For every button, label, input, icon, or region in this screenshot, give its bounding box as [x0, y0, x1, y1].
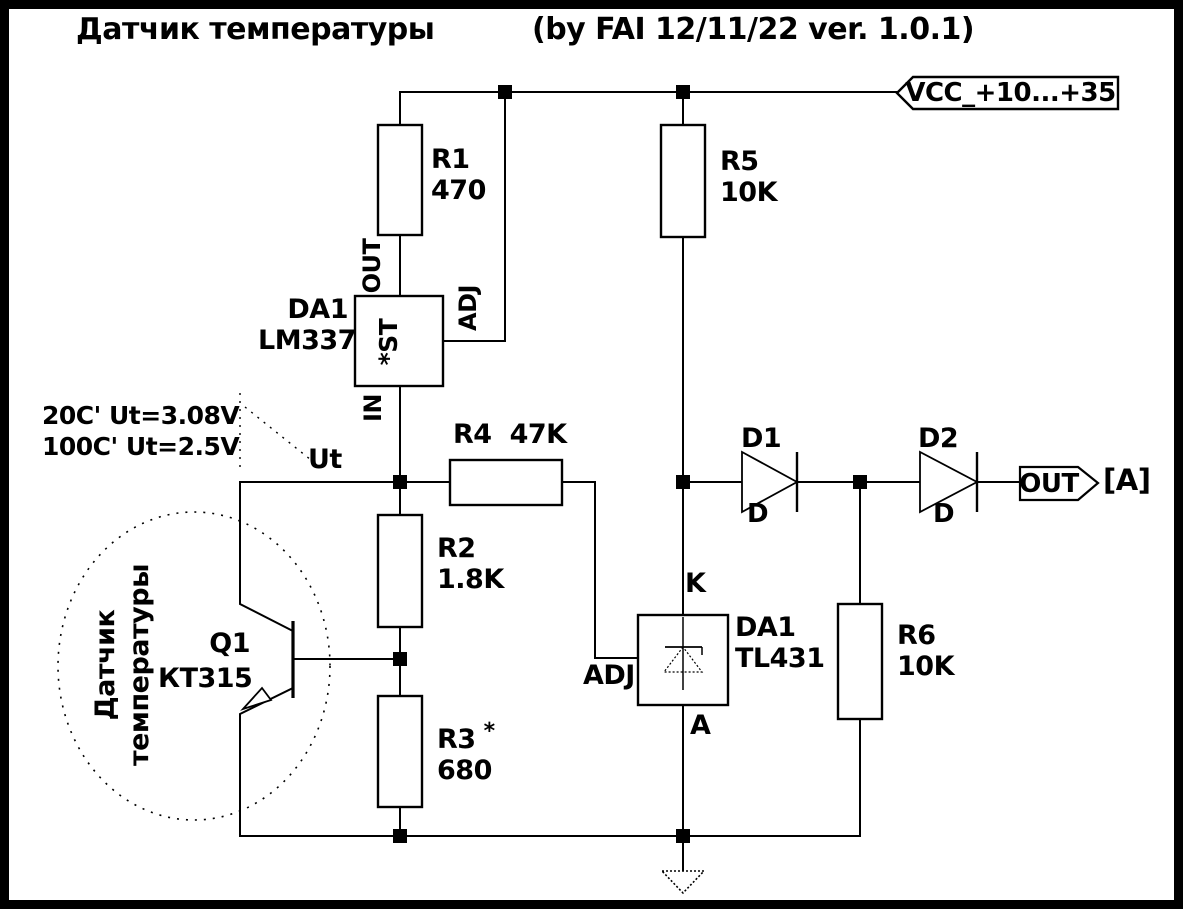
resistor-r6-label: R6 10K: [897, 620, 955, 682]
r3-ref: R3: [437, 724, 476, 755]
r2-value: 1.8K: [437, 564, 504, 595]
resistor-r4-label: R4 47K: [453, 419, 567, 450]
vcc-flag-shape: [895, 75, 1120, 111]
diode-d2-ref: D2: [918, 423, 959, 454]
diode-d2-symbol: [919, 450, 979, 514]
diode-d1-ref: D1: [741, 423, 782, 454]
page-subtitle: (by FAI 12/11/22 ver. 1.0.1): [532, 12, 975, 47]
r3-select-note: *: [483, 719, 496, 744]
junction-dots: [393, 85, 867, 843]
resistor-r6-symbol: [836, 602, 884, 721]
wire-collector: [239, 481, 295, 633]
r6-value: 10K: [897, 651, 955, 682]
r4-ref: R4: [453, 419, 492, 450]
resistor-r5-label: R5 10K: [720, 146, 778, 208]
resistor-r1-symbol: [376, 123, 424, 237]
annotation-line-1: 20C' Ut=3.08V: [42, 401, 240, 430]
resistor-r1-label: R1 470: [431, 144, 486, 206]
transistor-designator: Q1 КТ315: [158, 626, 253, 696]
out-flag-shape: [1018, 465, 1100, 502]
resistor-r4-symbol: [448, 458, 564, 507]
annotation-leader-lines: [239, 393, 312, 467]
out-flag-label: OUT: [1019, 468, 1079, 499]
resistor-r2-label: R2 1.8K: [437, 533, 504, 595]
net-ut-label: Ut: [308, 444, 342, 475]
regulator-part: LM337: [258, 325, 356, 356]
diode-d2-type: D: [933, 499, 955, 529]
r5-value: 10K: [720, 177, 778, 208]
diode-d1-symbol: [741, 450, 799, 514]
shunt-pin-a: A: [690, 710, 711, 741]
resistor-r5-symbol: [659, 123, 707, 239]
regulator-ref: DA1: [287, 294, 348, 325]
page-title: Датчик температуры: [76, 12, 435, 47]
transistor-emitter-arrow: [240, 686, 273, 711]
transistor-ref: Q1: [209, 628, 250, 659]
regulator-pin-in: IN: [358, 394, 387, 423]
shunt-part: TL431: [735, 643, 825, 674]
wires: [239, 91, 1021, 872]
shunt-pin-adj: ADJ: [583, 660, 635, 691]
resistor-r3-symbol: [376, 694, 424, 809]
r5-ref: R5: [720, 146, 759, 177]
calibration-annotation: 20C' Ut=3.08V 100C' Ut=2.5V: [42, 400, 240, 462]
regulator-inner-label: *ST: [373, 318, 403, 366]
sensor-caption-line-2: температуры: [124, 563, 155, 767]
sensor-zone-caption: Датчик температуры: [88, 550, 158, 780]
component-bodies: [353, 123, 884, 809]
r2-ref: R2: [437, 533, 476, 564]
resistor-r2-symbol: [376, 513, 424, 629]
annotation-line-2: 100C' Ut=2.5V: [42, 432, 240, 461]
shunt-pin-k: K: [685, 568, 706, 599]
wire-adj-riser: [442, 91, 506, 342]
sensor-caption-line-1: Датчик: [90, 609, 121, 721]
shunt-designator: DA1 TL431: [735, 612, 825, 674]
shunt-ref: DA1: [735, 612, 796, 643]
r1-ref: R1: [431, 144, 470, 175]
r1-value: 470: [431, 175, 486, 206]
sensor-zone-circle: [57, 511, 331, 821]
regulator-lm337-box: [353, 294, 445, 388]
resistor-r3-label: R3 * 680: [437, 716, 495, 786]
r4-value: 47K: [509, 419, 568, 450]
diode-d1-type: D: [747, 499, 769, 529]
wire-emitter: [239, 686, 295, 837]
r6-ref: R6: [897, 620, 936, 651]
wire-ut-row: [239, 481, 639, 659]
vcc-flag-label: VCC_+10...+35: [905, 77, 1116, 108]
ground-icon: [660, 870, 706, 895]
out-unit-label: [A]: [1103, 463, 1151, 497]
transistor-part: КТ315: [158, 663, 253, 694]
regulator-designator: DA1 LM337: [258, 294, 356, 356]
tl431-symbol: [662, 617, 704, 690]
regulator-pin-out: OUT: [357, 238, 386, 294]
r3-value: 680: [437, 755, 492, 786]
regulator-pin-adj: ADJ: [453, 285, 482, 331]
